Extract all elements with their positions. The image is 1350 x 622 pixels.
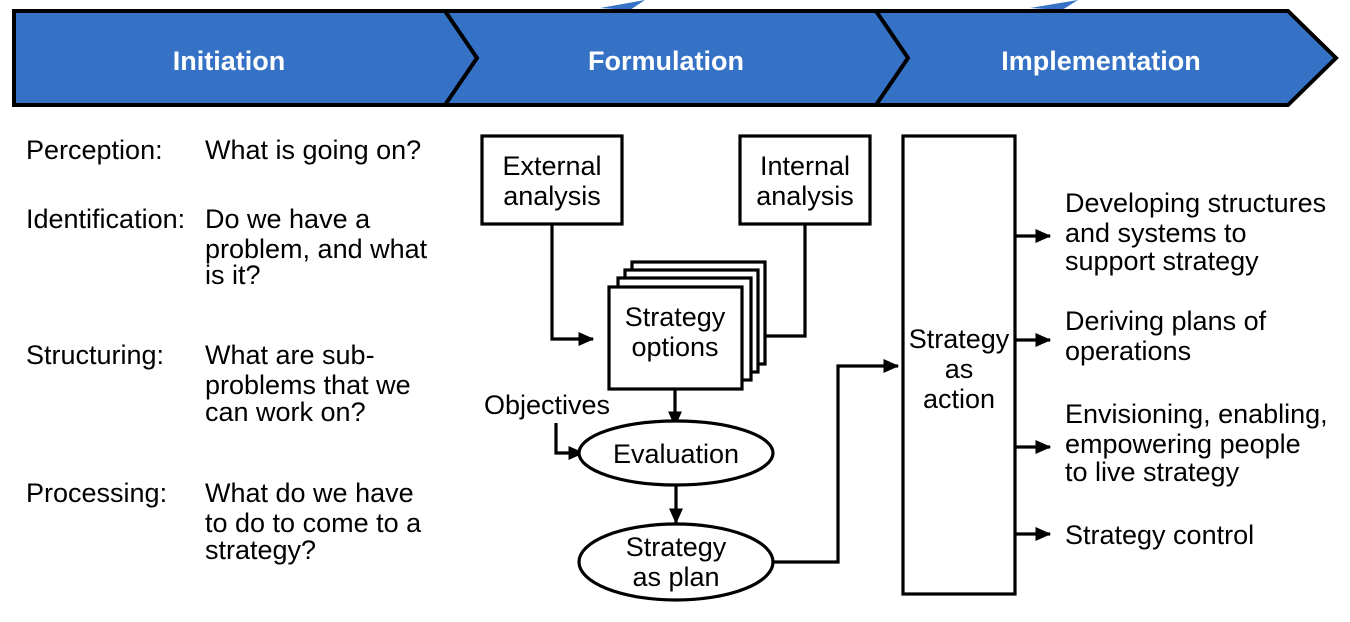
evaluation-label: Evaluation — [613, 439, 739, 469]
initiation-column: Perception: What is going on? Identifica… — [26, 135, 428, 565]
initiation-question-identification-line-1: Do we have a — [205, 204, 371, 234]
connector-plan-to-action — [772, 358, 900, 564]
initiation-term-identification: Identification: — [26, 204, 185, 234]
outcome-envisioning-enabling-line-2: empowering people — [1065, 429, 1301, 459]
initiation-question-identification-line-2: problem, and what — [205, 234, 428, 264]
outcome-strategy-control: Strategy control — [1015, 520, 1254, 550]
objectives-label: Objectives — [484, 390, 610, 420]
node-evaluation[interactable]: Evaluation — [577, 419, 775, 487]
external-analysis-box[interactable] — [480, 134, 624, 226]
phase-label-formulation[interactable]: Formulation — [588, 46, 744, 76]
outcome-envisioning-enabling: Envisioning, enabling, empowering people… — [1015, 399, 1328, 487]
strategy-as-action-label-line-3: action — [923, 384, 995, 414]
strategy-options-label-line-1: Strategy — [625, 302, 726, 332]
internal-analysis-label-line-1: Internal — [760, 151, 850, 181]
strategy-as-action-box[interactable] — [901, 134, 1017, 596]
initiation-term-processing: Processing: — [26, 478, 167, 508]
initiation-question-structuring-line-2: problems that we — [205, 370, 411, 400]
phase-label-implementation[interactable]: Implementation — [1001, 46, 1201, 76]
node-strategy-as-plan[interactable]: Strategy as plan — [577, 522, 775, 602]
node-strategy-options[interactable]: Strategy options — [607, 260, 767, 391]
implementation-column: Strategy as action Developing structures… — [772, 134, 1328, 596]
formulation-column: External analysis Internal analysis Stra… — [480, 134, 872, 602]
banner-shape — [12, 9, 1339, 107]
outcome-structures-systems: Developing structures and systems to sup… — [1015, 188, 1326, 276]
internal-analysis-label-line-2: analysis — [756, 181, 854, 211]
strategy-options-label-line-2: options — [631, 332, 718, 362]
external-analysis-label-line-1: External — [502, 151, 601, 181]
initiation-row-perception: Perception: What is going on? — [26, 135, 421, 165]
connector-objectives-to-evaluation — [554, 423, 585, 461]
node-internal-analysis[interactable]: Internal analysis — [738, 134, 872, 226]
strategy-as-action-label-line-2: as — [945, 354, 974, 384]
outcome-envisioning-enabling-line-3: to live strategy — [1065, 457, 1240, 487]
initiation-question-perception-line-1: What is going on? — [205, 135, 421, 165]
phase-label-initiation[interactable]: Initiation — [173, 46, 285, 76]
connector-external-to-options — [550, 224, 595, 347]
initiation-question-processing-line-1: What do we have — [205, 478, 414, 508]
initiation-row-structuring: Structuring: What are sub- problems that… — [26, 340, 411, 427]
node-external-analysis[interactable]: External analysis — [480, 134, 624, 226]
node-strategy-as-action[interactable]: Strategy as action — [901, 134, 1017, 596]
banner-separator-1 — [443, 9, 480, 107]
banner-separator-2 — [874, 9, 911, 107]
initiation-term-structuring: Structuring: — [26, 340, 164, 370]
strategy-as-plan-label-line-1: Strategy — [626, 532, 727, 562]
initiation-question-identification-line-3: is it? — [205, 260, 261, 290]
initiation-question-structuring-line-3: can work on? — [205, 397, 366, 427]
outcome-plans-operations-line-2: operations — [1065, 336, 1191, 366]
outcome-structures-systems-line-2: and systems to — [1065, 218, 1247, 248]
outcome-strategy-control-line-1: Strategy control — [1065, 520, 1254, 550]
outcome-plans-operations: Deriving plans of operations — [1015, 306, 1267, 366]
outcome-structures-systems-line-1: Developing structures — [1065, 188, 1326, 218]
strategy-options-card-front[interactable] — [607, 285, 744, 391]
initiation-row-identification: Identification: Do we have a problem, an… — [26, 204, 428, 290]
outcome-plans-operations-line-1: Deriving plans of — [1065, 306, 1267, 336]
initiation-question-processing-line-2: to do to come to a — [205, 508, 422, 538]
outcome-structures-systems-line-3: support strategy — [1065, 246, 1259, 276]
initiation-question-processing-line-3: strategy? — [205, 535, 316, 565]
initiation-term-perception: Perception: — [26, 135, 163, 165]
cropped-arrow-fragment-left — [600, 0, 645, 10]
phase-banner: Initiation Formulation Implementation — [12, 9, 1339, 107]
cropped-arrow-fragments — [600, 0, 1078, 10]
strategy-as-action-label-line-1: Strategy — [909, 324, 1010, 354]
cropped-arrow-fragment-right — [1030, 0, 1078, 10]
internal-analysis-box[interactable] — [738, 134, 872, 226]
outcome-envisioning-enabling-line-1: Envisioning, enabling, — [1065, 399, 1328, 429]
initiation-question-structuring-line-1: What are sub- — [205, 340, 375, 370]
initiation-row-processing: Processing: What do we have to do to com… — [26, 478, 422, 565]
external-analysis-label-line-2: analysis — [503, 181, 601, 211]
strategy-as-plan-label-line-2: as plan — [632, 562, 719, 592]
